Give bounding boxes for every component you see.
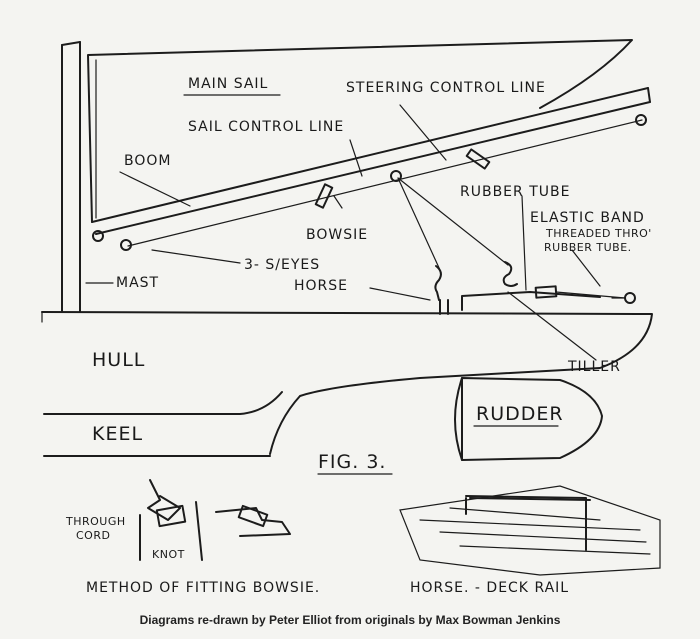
bowsie xyxy=(314,148,491,209)
horse-label: HORSE xyxy=(294,278,348,294)
steering-control-line-label: STEERING CONTROL LINE xyxy=(346,80,546,96)
rudder-label: RUDDER xyxy=(476,403,564,425)
method-label: METHOD OF FITTING BOWSIE. xyxy=(86,580,320,596)
steering-lines xyxy=(390,170,518,301)
sail-control-line xyxy=(127,119,643,247)
boom xyxy=(91,87,651,235)
rudder xyxy=(454,377,603,461)
threaded-label-1: THREADED THRO' xyxy=(545,227,652,240)
bowsie-label: BOWSIE xyxy=(306,227,368,243)
mast-label: MAST xyxy=(116,275,159,291)
main-sail-label: MAIN SAIL xyxy=(188,76,268,92)
bowsie-detail-sketch xyxy=(139,479,291,561)
s-eyes-label: 3- S/EYES xyxy=(244,257,320,273)
hull xyxy=(41,311,653,455)
caption: Diagrams re-drawn by Peter Elliot from o… xyxy=(139,613,561,627)
rubber-tube-label: RUBBER TUBE xyxy=(460,184,570,200)
horse xyxy=(439,299,449,315)
keel xyxy=(43,391,283,457)
through-cord-label-2: CORD xyxy=(76,529,110,542)
hull-label: HULL xyxy=(92,349,145,371)
leader-arrows xyxy=(85,104,601,361)
keel-label: KEEL xyxy=(92,423,143,445)
s-eyes xyxy=(92,114,647,251)
through-cord-label-1: THROUGH xyxy=(65,515,126,528)
tiller xyxy=(461,285,636,311)
fig-label: FIG. 3. xyxy=(318,451,386,473)
horse-deck-rail-label: HORSE. - DECK RAIL xyxy=(410,580,569,596)
sail-control-line-label: SAIL CONTROL LINE xyxy=(188,119,344,135)
elastic-band-label: ELASTIC BAND xyxy=(530,210,645,226)
deck-rail-sketch xyxy=(399,485,661,576)
mast xyxy=(61,41,81,313)
boom-label: BOOM xyxy=(124,153,171,169)
tiller-label: TILLER xyxy=(567,359,621,375)
knot-label: KNOT xyxy=(152,548,185,561)
threaded-label-2: RUBBER TUBE. xyxy=(544,241,632,254)
main-sail xyxy=(87,39,633,223)
